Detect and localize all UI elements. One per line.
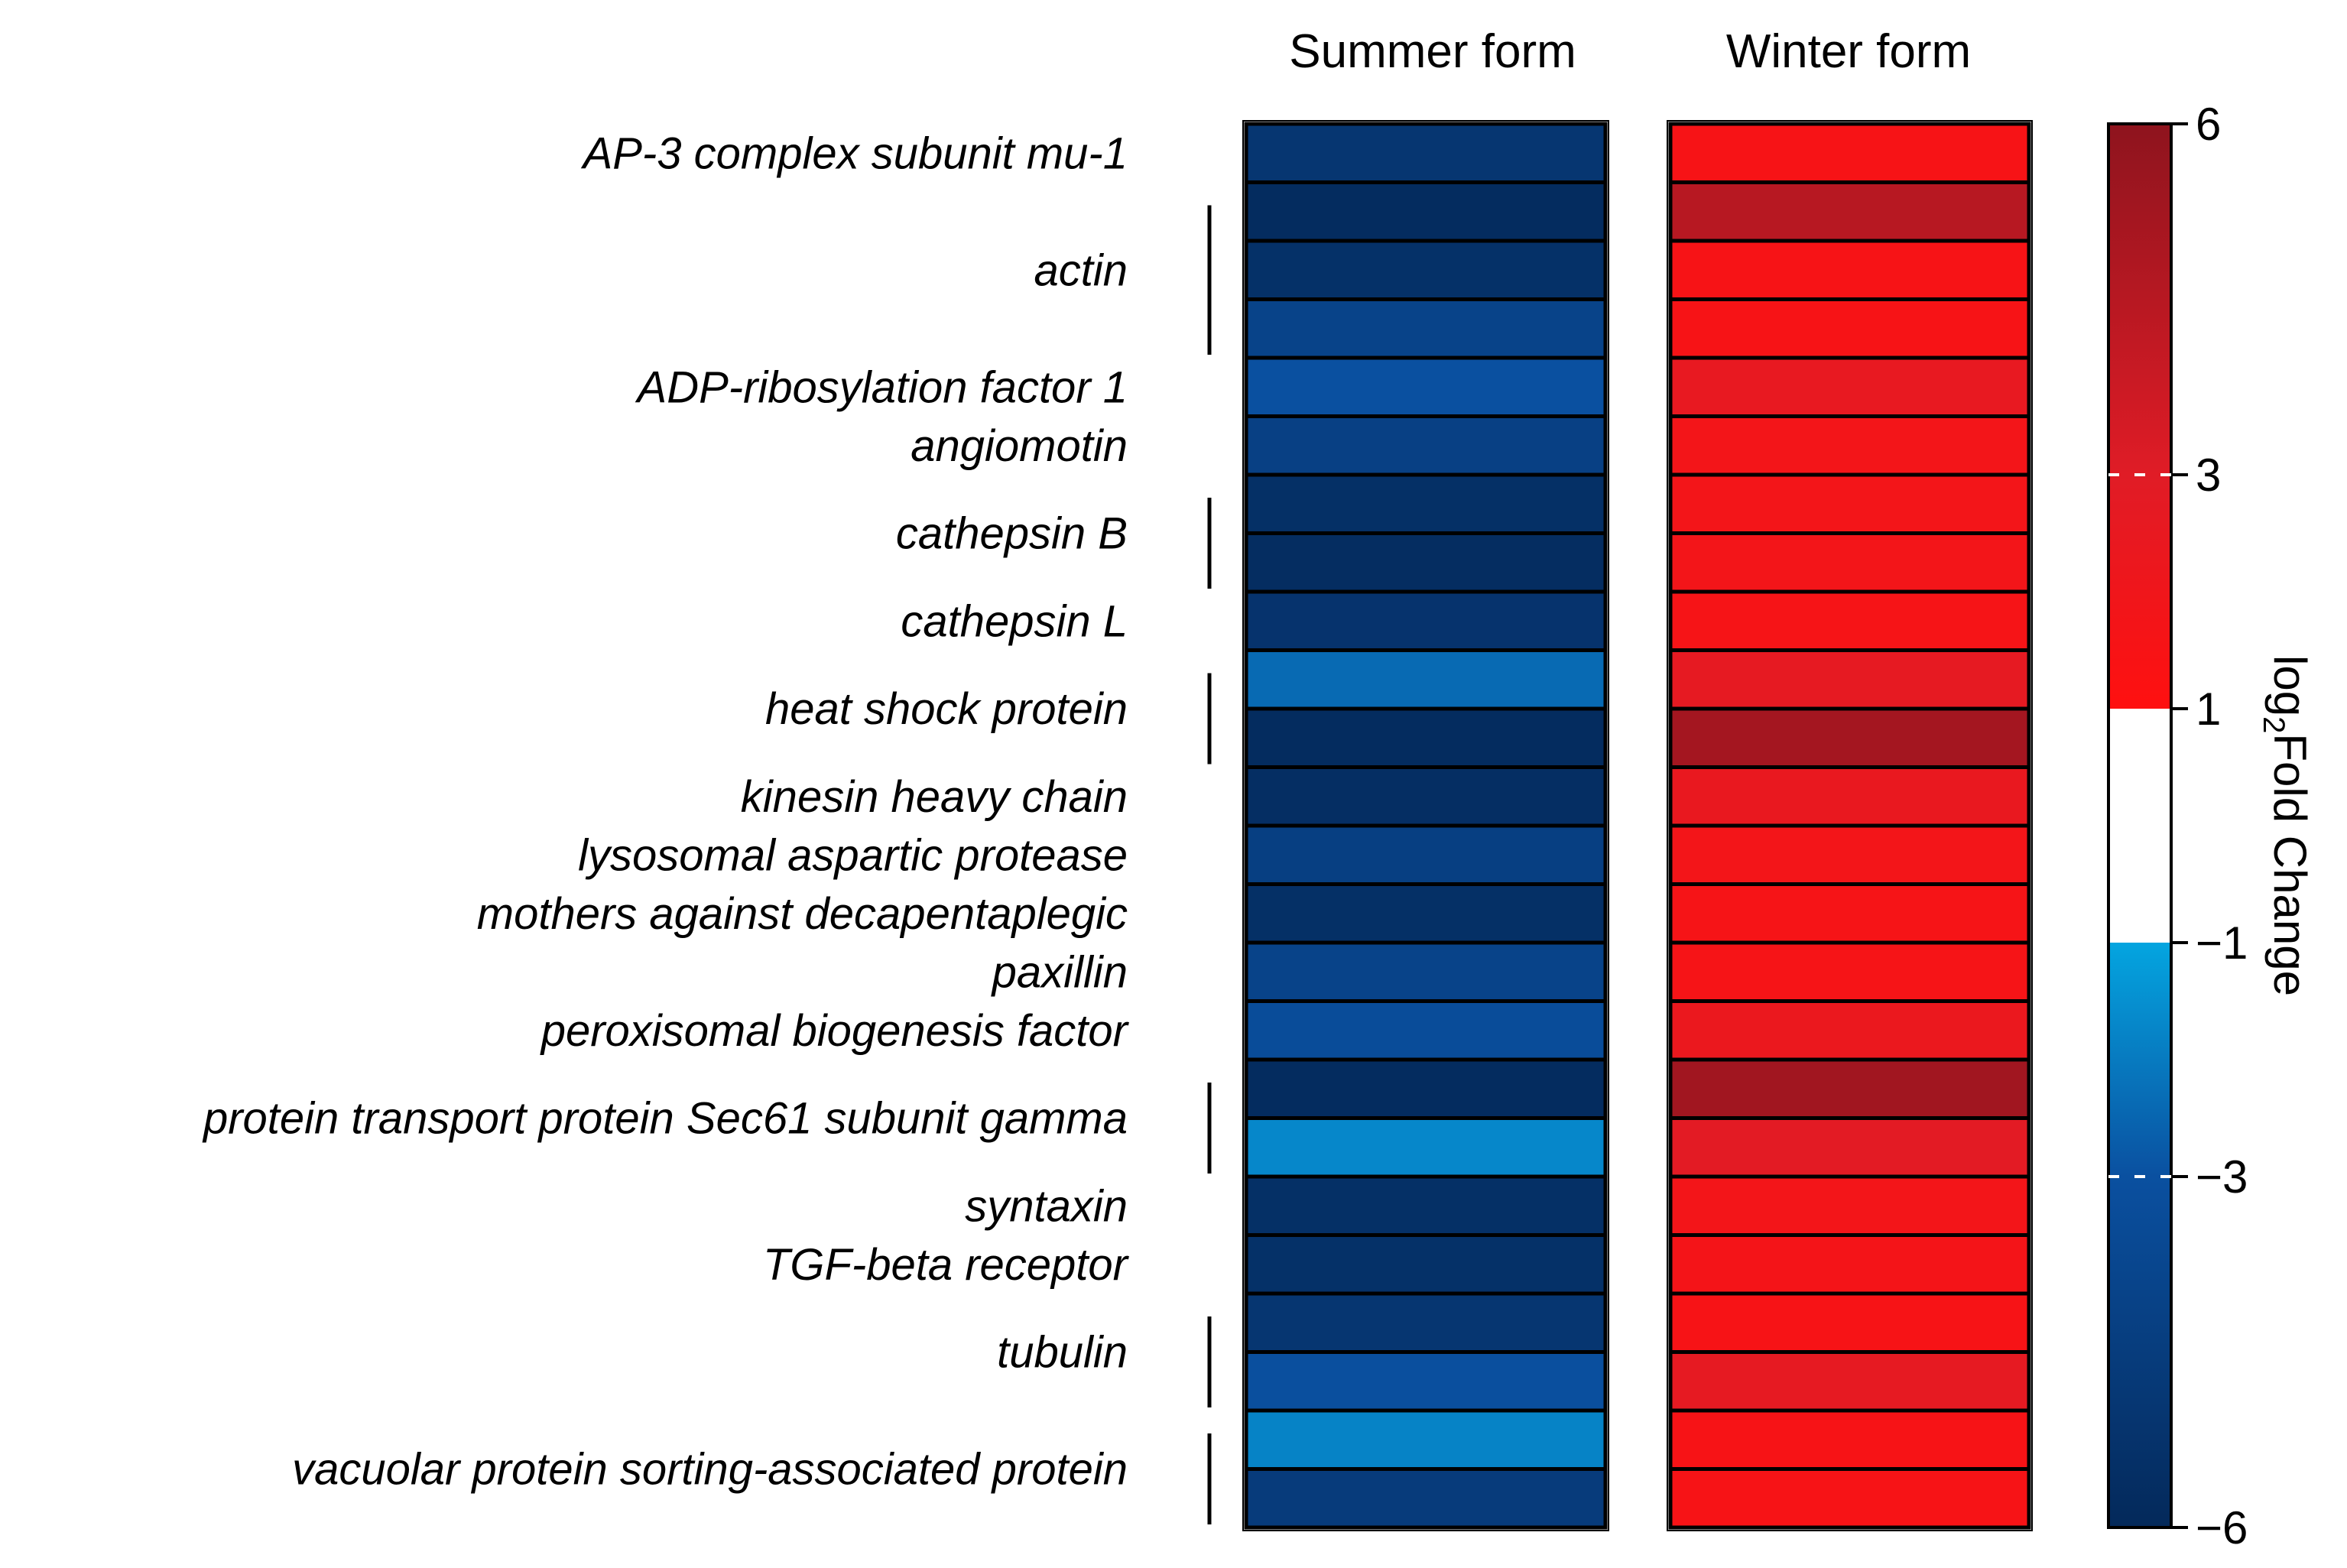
summer-cell (1244, 1408, 1608, 1471)
colorbar-ramp (2107, 122, 2173, 1529)
summer-cell (1244, 1291, 1608, 1354)
gene-label: lysosomal aspartic protease (578, 830, 1128, 880)
winter-column-frame (1667, 120, 2033, 1531)
winter-cell (1668, 531, 2031, 594)
colorbar-title-base: 2 (2257, 716, 2290, 733)
summer-cell (1244, 589, 1608, 652)
summer-cell (1244, 472, 1608, 535)
gene-label: ADP-ribosylation factor 1 (635, 362, 1128, 412)
summer-cell (1244, 1174, 1608, 1237)
summer-cell (1244, 706, 1608, 769)
colorbar-tick-label: −3 (2196, 1151, 2248, 1203)
colorbar-ticks: 6 3 1 −1 −3 −6 (2108, 99, 2248, 1553)
summer-cell (1244, 1057, 1608, 1120)
summer-cell (1244, 940, 1608, 1003)
summer-cell (1244, 239, 1608, 301)
winter-cell (1668, 180, 2031, 243)
colorbar-tick-label: 6 (2196, 99, 2221, 150)
summer-cell (1244, 122, 1608, 184)
summer-cell (1244, 1467, 1608, 1530)
winter-cell (1668, 1467, 2031, 1530)
summer-cell (1244, 882, 1608, 945)
winter-cell (1668, 1116, 2031, 1179)
colorbar-title: log2Fold Change (2257, 655, 2316, 996)
summer-cell (1244, 1116, 1608, 1179)
colorbar-title-log: log (2264, 655, 2316, 716)
gene-label: TGF-beta receptor (763, 1240, 1130, 1290)
summer-cell (1244, 823, 1608, 886)
winter-cell (1668, 472, 2031, 535)
gene-label: cathepsin L (901, 596, 1128, 646)
winter-cell (1668, 999, 2031, 1062)
gene-label: mothers against decapentaplegic (477, 889, 1128, 939)
summer-cell (1244, 648, 1608, 711)
summer-column-frame (1242, 120, 1609, 1531)
summer-cell (1244, 531, 1608, 594)
winter-cell (1668, 297, 2031, 360)
winter-cell (1668, 1291, 2031, 1354)
gene-label: tubulin (997, 1328, 1128, 1378)
winter-cell (1668, 1233, 2031, 1296)
summer-cell (1244, 355, 1608, 418)
winter-column (1667, 120, 2033, 1531)
summer-cell (1244, 297, 1608, 360)
gene-label: vacuolar protein sorting-associated prot… (292, 1445, 1128, 1495)
summer-cell (1244, 414, 1608, 477)
winter-cell (1668, 823, 2031, 886)
column-title-winter: Winter form (1726, 25, 1971, 78)
summer-cell (1244, 180, 1608, 243)
gene-label: paxillin (991, 947, 1128, 997)
colorbar-tick-label: −6 (2196, 1502, 2248, 1553)
winter-cell (1668, 355, 2031, 418)
summer-column (1242, 120, 1609, 1531)
gene-label: actin (1034, 245, 1128, 295)
gene-label: angiomotin (911, 421, 1128, 471)
winter-cell (1668, 765, 2031, 828)
colorbar-title-rest: Fold Change (2264, 733, 2316, 996)
winter-cell (1668, 1408, 2031, 1471)
winter-cell (1668, 414, 2031, 477)
gene-label: cathepsin B (896, 509, 1128, 559)
colorbar-tick-label: 3 (2196, 450, 2221, 501)
gene-label: AP-3 complex subunit mu-1 (581, 128, 1128, 178)
gene-label: syntaxin (965, 1181, 1128, 1231)
colorbar: 6 3 1 −1 −3 −6 log2Fold Change (2107, 99, 2316, 1553)
gene-labels: AP-3 complex subunit mu-1 actinADP-ribosy… (202, 128, 1130, 1494)
summer-cell (1244, 1233, 1608, 1296)
summer-cell (1244, 765, 1608, 828)
winter-cell (1668, 882, 2031, 945)
colorbar-tick-label: 1 (2196, 683, 2221, 735)
winter-cell (1668, 1174, 2031, 1237)
winter-cell (1668, 122, 2031, 184)
winter-cell (1668, 940, 2031, 1003)
gene-label: peroxisomal biogenesis factor (540, 1006, 1130, 1056)
winter-cell (1668, 239, 2031, 301)
gene-label: heat shock protein (765, 684, 1128, 734)
column-title-summer: Summer form (1289, 25, 1576, 78)
gene-label: kinesin heavy chain (741, 772, 1128, 822)
gene-label: protein transport protein Sec61 subunit … (202, 1094, 1128, 1144)
summer-cell (1244, 1350, 1608, 1413)
summer-cell (1244, 999, 1608, 1062)
winter-cell (1668, 706, 2031, 769)
winter-cell (1668, 1350, 2031, 1413)
winter-cell (1668, 589, 2031, 652)
winter-cell (1668, 1057, 2031, 1120)
colorbar-tick-label: −1 (2196, 917, 2248, 969)
winter-cell (1668, 648, 2031, 711)
